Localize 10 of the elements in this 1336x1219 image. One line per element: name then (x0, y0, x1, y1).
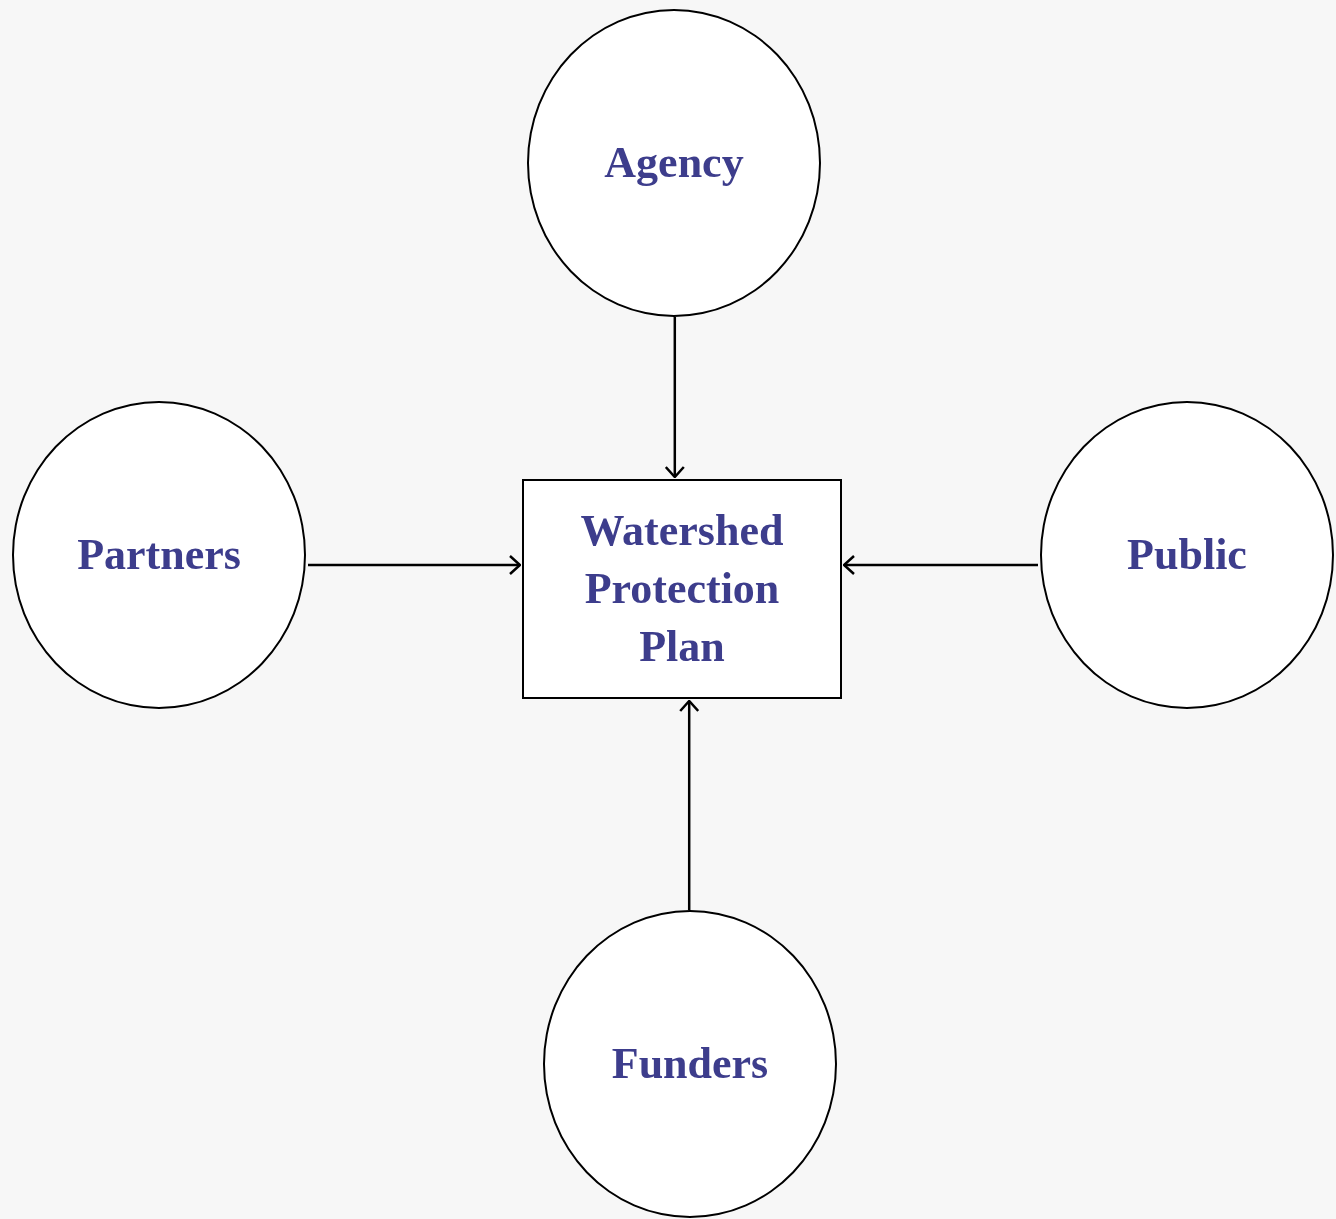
plan-box (522, 479, 842, 699)
node-label: Partners (77, 529, 241, 581)
node-label: Agency (604, 137, 744, 189)
arrow (842, 554, 1038, 576)
node-label: Funders (611, 1038, 769, 1090)
arrow (678, 699, 700, 910)
arrow (664, 317, 686, 479)
arrow (308, 554, 522, 576)
node-label: Public (1127, 529, 1247, 581)
node-label: Watershed Protection Plan (579, 505, 785, 673)
